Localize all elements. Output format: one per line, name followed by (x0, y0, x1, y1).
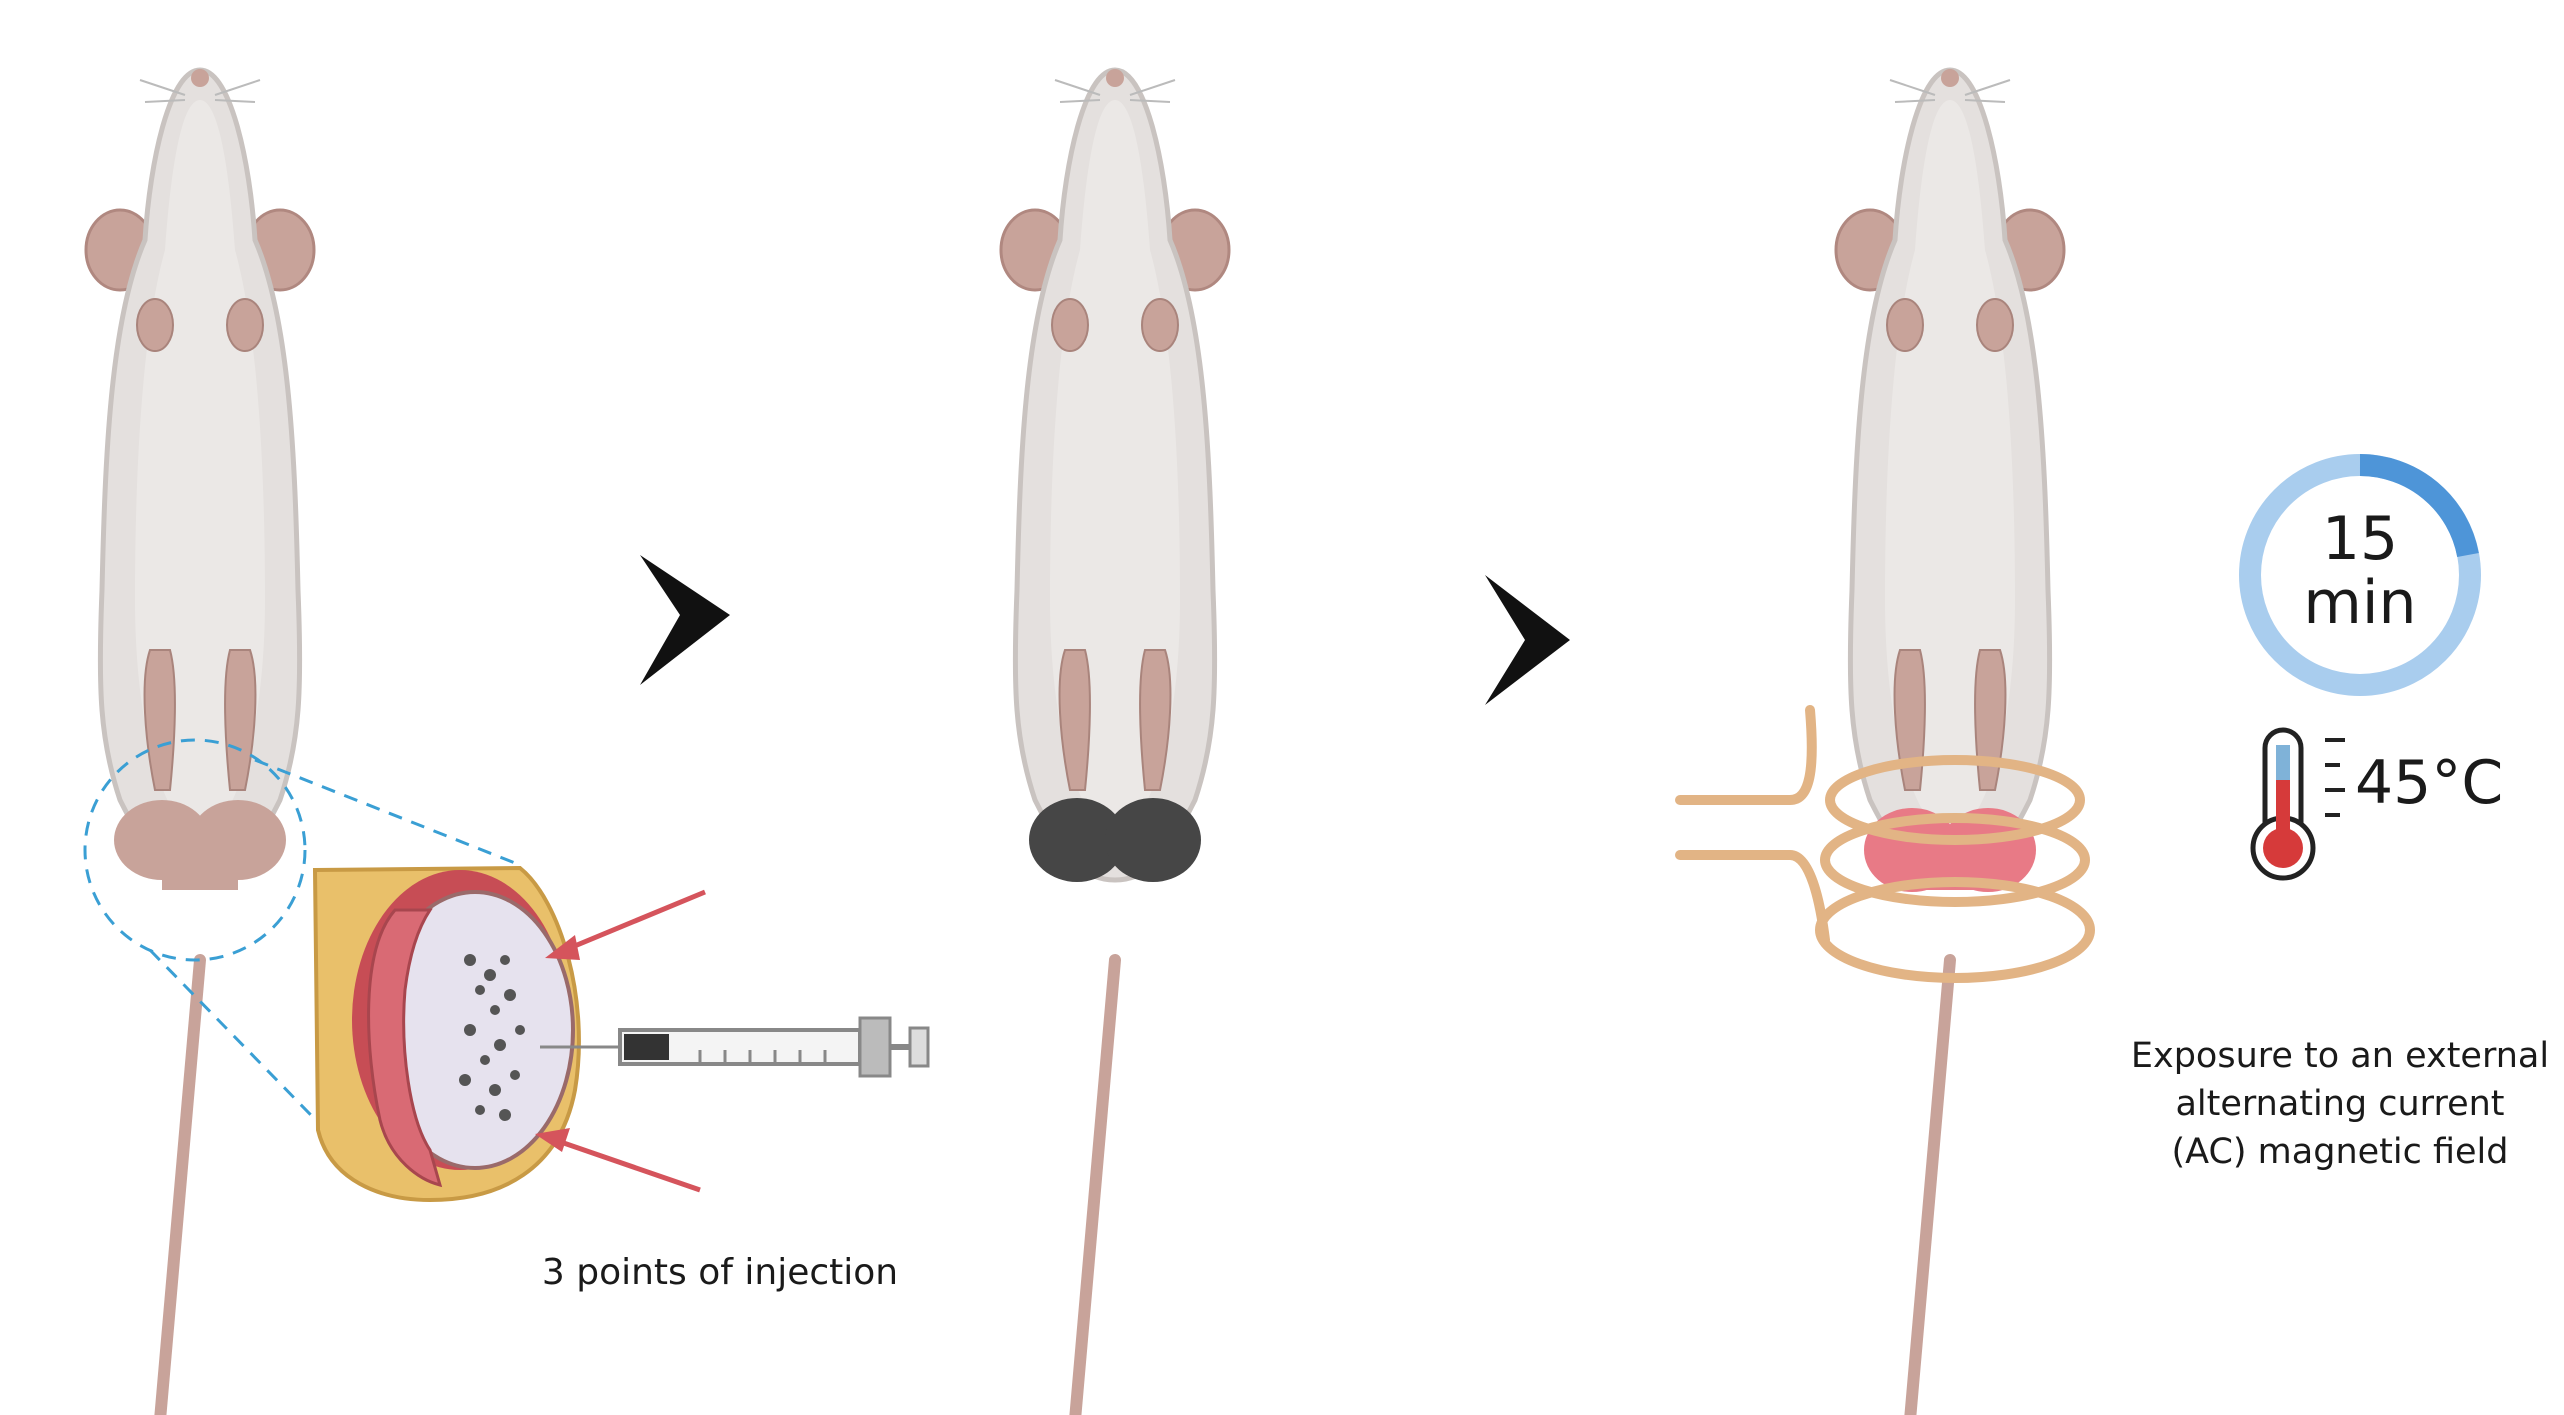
tumor-with-nanoparticles (1029, 798, 1201, 882)
magnetic-coil-icon (1675, 705, 2095, 983)
timer-value: 15 (2321, 504, 2399, 574)
exposure-caption: Exposure to an external alternating curr… (2120, 1032, 2560, 1176)
injection-caption: 3 points of injection (541, 1252, 899, 1293)
temperature-label: 45°C (2355, 748, 2504, 818)
injection-arrow-bottom (535, 1128, 701, 1193)
timer-unit: min (2303, 568, 2417, 638)
mouse-3-heated (1836, 69, 2064, 1415)
zoom-callout (83, 738, 521, 1152)
tumor-cross-section (312, 865, 706, 1203)
tumor-untreated (114, 800, 286, 890)
syringe-icon (540, 1016, 930, 1078)
mouse-2-treated (1001, 69, 1229, 1415)
chevron-right-icon (640, 555, 730, 685)
chevron-right-icon-2 (1485, 575, 1570, 705)
exposure-line-2: alternating current (2175, 1084, 2505, 1124)
exposure-line-1: Exposure to an external (2130, 1036, 2550, 1076)
exposure-line-3: (AC) magnetic field (2171, 1132, 2509, 1172)
mouse-1-untreated (86, 69, 314, 1415)
thermometer-icon (2250, 727, 2345, 881)
tumor-heated (1864, 808, 2036, 892)
injection-arrow-top (545, 889, 706, 960)
circular-timer-icon (2239, 454, 2481, 696)
